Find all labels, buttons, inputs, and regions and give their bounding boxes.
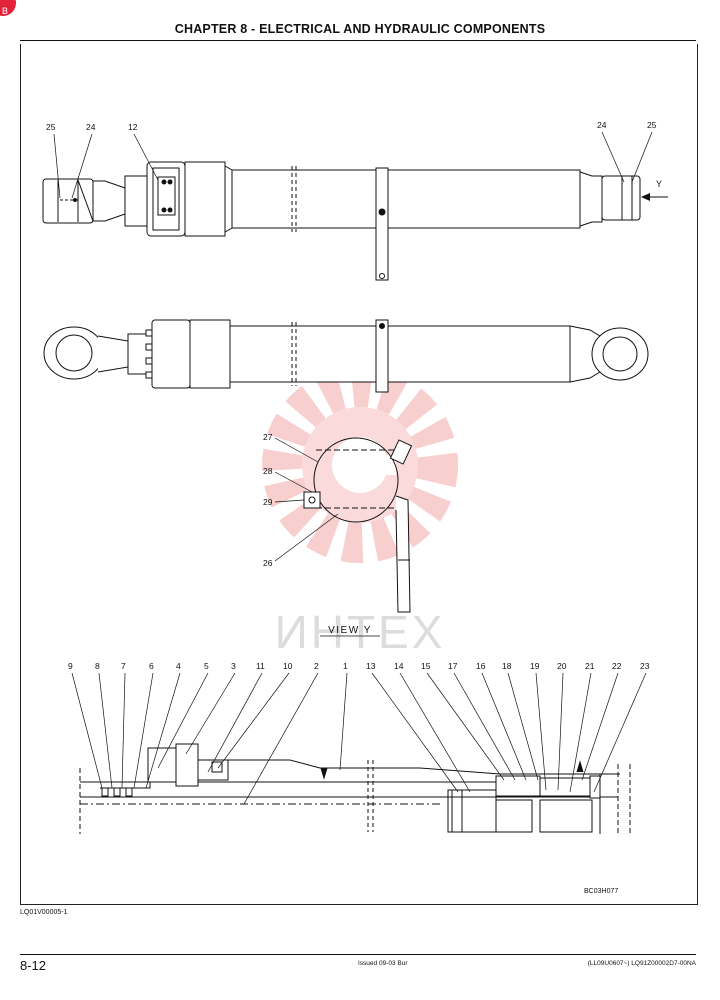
footer-rule bbox=[20, 954, 696, 955]
figure-frame bbox=[20, 44, 698, 905]
callout-14: 14 bbox=[394, 661, 404, 671]
callout-18: 18 bbox=[502, 661, 512, 671]
callout-24-right: 24 bbox=[597, 120, 607, 130]
callout-9: 9 bbox=[68, 661, 73, 671]
callout-25-left: 25 bbox=[46, 122, 56, 132]
cylinder-side-view bbox=[43, 319, 649, 393]
cylinder-top-view bbox=[42, 161, 641, 281]
callout-26: 26 bbox=[263, 558, 273, 568]
callout-21: 21 bbox=[585, 661, 595, 671]
callout-7: 7 bbox=[121, 661, 126, 671]
callout-1: 1 bbox=[343, 661, 348, 671]
corner-badge: B bbox=[0, 0, 16, 16]
watermark-gear-logo bbox=[262, 367, 458, 563]
view-y-caption: VIEW Y bbox=[328, 625, 372, 636]
callout-11: 11 bbox=[256, 661, 265, 671]
watermark-text: ИНТЕХ bbox=[275, 606, 446, 658]
callout-19: 19 bbox=[530, 661, 540, 671]
view-y-clamp bbox=[303, 437, 413, 613]
figure-code: BC03H077 bbox=[584, 888, 618, 895]
callout-29: 29 bbox=[263, 497, 273, 507]
top-view-callouts: 25 24 12 24 25 bbox=[46, 120, 657, 199]
callout-4: 4 bbox=[176, 661, 181, 671]
callout-6: 6 bbox=[149, 661, 154, 671]
cylinder-section-view bbox=[79, 743, 631, 834]
model-code: (LL09U0607~) LQ91Z00002D7-00NA bbox=[587, 960, 696, 967]
page-number: 8-12 bbox=[20, 958, 47, 973]
callout-15: 15 bbox=[421, 661, 431, 671]
section-callouts: 9 8 7 6 4 5 3 11 10 2 1 13 14 15 17 16 1… bbox=[68, 661, 650, 805]
callout-23: 23 bbox=[640, 661, 650, 671]
callout-24-left: 24 bbox=[86, 122, 96, 132]
callout-20: 20 bbox=[557, 661, 567, 671]
callout-25-right: 25 bbox=[647, 120, 657, 130]
callout-12: 12 bbox=[128, 122, 138, 132]
issued-date: Issued 09-03 Bur bbox=[358, 960, 408, 967]
callout-28: 28 bbox=[263, 466, 273, 476]
arrow-label: Y bbox=[656, 179, 662, 189]
page-title: CHAPTER 8 - ELECTRICAL AND HYDRAULIC COM… bbox=[174, 22, 546, 36]
header-rule bbox=[20, 40, 696, 41]
callout-5: 5 bbox=[204, 661, 209, 671]
callout-3: 3 bbox=[231, 661, 236, 671]
callout-10: 10 bbox=[283, 661, 293, 671]
callout-16: 16 bbox=[476, 661, 486, 671]
callout-22: 22 bbox=[612, 661, 622, 671]
view-y-callouts: 27 28 29 26 bbox=[263, 432, 339, 568]
callout-8: 8 bbox=[95, 661, 100, 671]
view-direction-arrow: Y bbox=[641, 179, 668, 201]
document-code: LQ01V00005-1 bbox=[20, 909, 68, 916]
callout-27: 27 bbox=[263, 432, 273, 442]
callout-2: 2 bbox=[314, 661, 319, 671]
callout-13: 13 bbox=[366, 661, 376, 671]
callout-17: 17 bbox=[448, 661, 458, 671]
